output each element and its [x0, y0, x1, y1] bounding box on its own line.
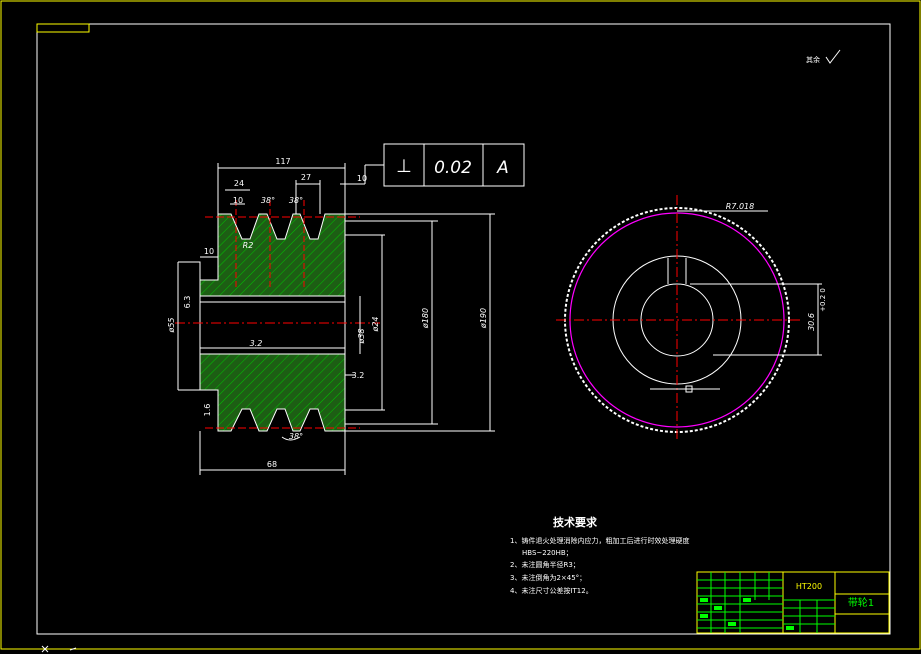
fcf-datum: A — [496, 158, 509, 178]
dim-chamfer-lower: 1.6 — [203, 404, 212, 417]
dim-hub-step: 10 — [204, 247, 214, 256]
section-view — [175, 200, 380, 432]
dim-overall-length: 117 — [275, 157, 290, 166]
tech-title: 技术要求 — [553, 515, 598, 529]
roughness-symbol-icon — [825, 49, 841, 64]
lower-section-hatch — [199, 353, 346, 432]
drawing-border — [36, 23, 891, 635]
tech-line-5: 4、未注尺寸公差按IT12。 — [510, 586, 593, 595]
end-view — [556, 195, 822, 440]
title-block — [696, 571, 890, 634]
hub-step-outline — [178, 261, 201, 391]
dim-flank-angle-2: 38° — [289, 196, 303, 205]
title-block-part-name: 带轮1 — [848, 596, 874, 609]
dim-outer-dia-1: ø180 — [421, 308, 430, 329]
dim-outer-dia-2: ø190 — [479, 308, 488, 329]
section-marker-box — [685, 385, 693, 393]
tech-line-4: 3、未注倒角为2×45°； — [510, 573, 586, 582]
dim-edge-offset: 10 — [357, 174, 367, 183]
dim-bore-dia: ø38 — [357, 328, 366, 344]
dim-rim-dia: R7.018 — [726, 202, 754, 211]
tech-line-2: HBS~220HB； — [522, 549, 573, 557]
keyway-outline — [667, 258, 687, 284]
fcf-tolerance: 0.02 — [434, 158, 472, 178]
fcf-perpendicularity-symbol: ⊥ — [396, 156, 412, 177]
dim-groove-radius: R2 — [243, 241, 254, 250]
dim-groove-width: 10 — [233, 196, 243, 205]
dim-groove-pitch: 27 — [301, 173, 311, 182]
tech-line-3: 2、未注圆角半径R3； — [510, 560, 580, 569]
dim-width-total: 68 — [267, 460, 277, 469]
ucs-icon — [41, 645, 77, 653]
dim-roughness-inner: 3.2 — [250, 339, 263, 348]
dim-hub-dia: ø55 — [167, 317, 176, 333]
dim-surface-note: 3.2 — [352, 371, 365, 380]
dim-keyway-tol: +0.2 0 — [819, 288, 827, 312]
bore-section — [199, 295, 346, 355]
corner-roughness-note: 其余 — [806, 55, 820, 64]
dim-flank-angle-bottom: 38° — [289, 432, 303, 441]
dim-groove-pitch-top: 24 — [234, 179, 244, 188]
feature-control-frame: ⊥ 0.02 A — [364, 143, 525, 187]
dim-keyway-depth: 30.6 — [807, 313, 816, 331]
tech-line-1: 1、铸件退火处理消除内应力，粗加工后进行时效处理硬度 — [510, 536, 689, 545]
dim-roughness-left: 6.3 — [183, 296, 192, 309]
title-block-material: HT200 — [796, 582, 822, 591]
dim-flank-angle-1: 38° — [261, 196, 275, 205]
upper-section-hatch — [199, 213, 346, 297]
section-dimension-lines — [177, 163, 495, 475]
projection-corner-box — [36, 23, 90, 33]
dim-bore-dia-2: ø24 — [371, 316, 380, 332]
